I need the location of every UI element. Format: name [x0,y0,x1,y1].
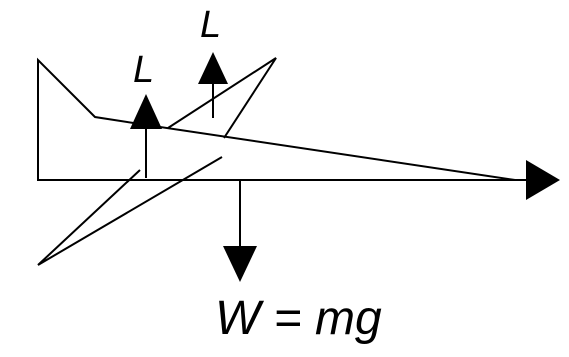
lift-arrowhead-rear [130,94,162,129]
lift-arrow-front [198,52,228,118]
fuselage-and-tail [37,57,516,181]
upper-wing [167,57,277,139]
thrust-arrowhead [526,160,560,200]
lower-wing [37,156,223,266]
weight-label: W = mg [215,292,382,345]
lift-label-front: L [200,4,221,46]
airplane-outline [37,57,516,266]
weight-arrow [223,180,257,282]
lift-arrow-rear [130,94,162,178]
weight-arrowhead [223,246,257,282]
lift-arrowhead-front [198,52,228,84]
thrust-arrow [515,160,560,200]
lift-label-rear: L [133,49,154,91]
